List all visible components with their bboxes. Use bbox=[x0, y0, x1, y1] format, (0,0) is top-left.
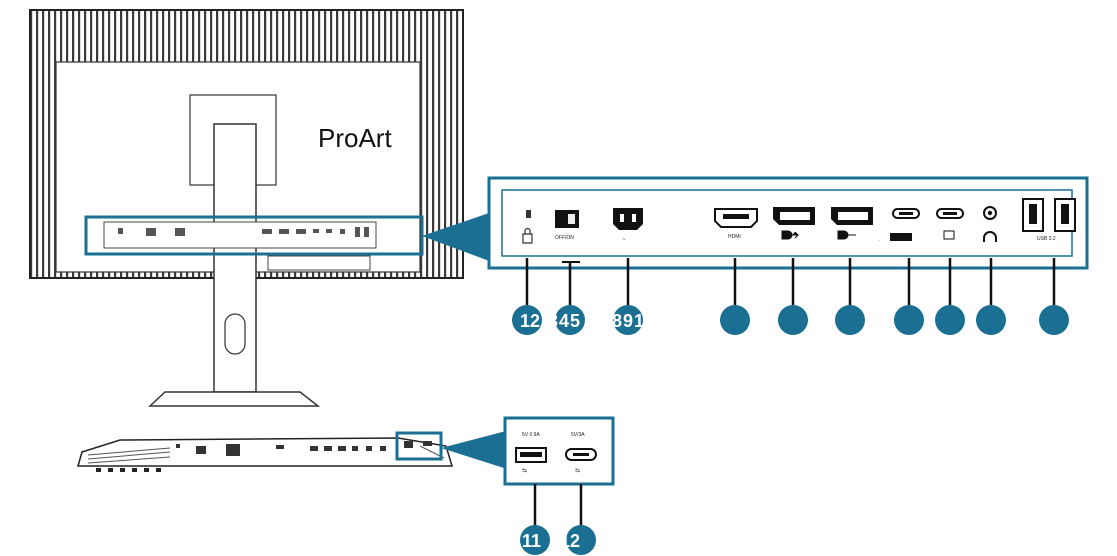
usb-c-displayport-icon bbox=[890, 233, 912, 241]
power-switch-label: OFF/ON bbox=[555, 235, 574, 241]
callout-marker bbox=[835, 305, 865, 335]
rear-port-strip bbox=[103, 221, 377, 249]
small-mark: · bbox=[878, 238, 880, 244]
stand-base bbox=[148, 391, 321, 407]
callout-number: 1 bbox=[520, 311, 530, 331]
rear-zoom-pointer bbox=[422, 212, 492, 262]
usb-c-data-icon bbox=[943, 230, 955, 240]
hdmi-label: HDMI bbox=[728, 234, 741, 240]
side-port-zoom-panel: 5V 0.9A ⇆ 5V/3A ⇆ bbox=[503, 416, 615, 486]
usb-a-rating-label: 5V 0.9A bbox=[522, 432, 540, 438]
rear-port-zoom-panel: OFF/ON ~ HDMI · bbox=[487, 176, 1089, 270]
power-switch bbox=[555, 210, 579, 228]
displayport-in-icon bbox=[781, 230, 800, 240]
bottom-view-ports bbox=[176, 444, 386, 456]
ac-power-inlet bbox=[613, 208, 643, 230]
callout-number: 8 bbox=[612, 311, 622, 331]
callout-number: 12 bbox=[560, 531, 580, 551]
side-callouts: 11 12 bbox=[520, 525, 596, 555]
callout-number: 11 bbox=[522, 531, 541, 551]
callout-number: 5 bbox=[570, 311, 580, 331]
callout-marker bbox=[894, 305, 924, 335]
ac-power-icon: ~ bbox=[622, 237, 626, 243]
callout-number: 9 bbox=[623, 311, 633, 331]
callout-number: 4 bbox=[559, 311, 569, 331]
callout-marker bbox=[512, 305, 542, 335]
side-callout-leaders bbox=[533, 484, 583, 528]
monitor-rear-view: ProArt bbox=[29, 9, 464, 407]
callout-number: 3 bbox=[548, 311, 558, 331]
usb-a-icon: ⇆ bbox=[522, 467, 527, 474]
callout-number: 2 bbox=[530, 311, 540, 331]
rear-callout-leaders bbox=[525, 258, 1056, 305]
cable-management-slot bbox=[224, 313, 246, 355]
callout-marker bbox=[555, 305, 585, 335]
proart-logo: ProArt bbox=[318, 123, 392, 153]
rear-port-highlight bbox=[84, 215, 424, 256]
usb-c-rating-label: 5V/3A bbox=[571, 432, 585, 438]
rear-lower-slot bbox=[267, 255, 371, 271]
side-port-highlight bbox=[395, 431, 443, 461]
callout-marker bbox=[1039, 305, 1069, 335]
callout-marker bbox=[720, 305, 750, 335]
rear-port-strip-ports bbox=[118, 227, 369, 237]
callout-number: 1 bbox=[634, 311, 644, 331]
callout-marker bbox=[935, 305, 965, 335]
callout-marker bbox=[520, 525, 550, 555]
rear-callouts: 1 2 3 4 5 8 9 1 bbox=[512, 305, 1069, 335]
bottom-view-buttons bbox=[96, 468, 161, 472]
lock-icon bbox=[522, 227, 533, 244]
monitor-bottom-view bbox=[77, 431, 454, 472]
displayport-out-icon bbox=[837, 230, 856, 240]
callout-marker bbox=[613, 305, 643, 335]
headphone-icon bbox=[983, 231, 997, 242]
callout-marker bbox=[976, 305, 1006, 335]
kensington-lock-slot bbox=[526, 210, 531, 218]
usb-hub-label: USB 3.2 bbox=[1037, 236, 1056, 242]
usb-c-icon: ⇆ bbox=[575, 467, 580, 474]
callout-marker bbox=[566, 525, 596, 555]
side-zoom-pointer bbox=[441, 430, 510, 470]
callout-marker bbox=[778, 305, 808, 335]
